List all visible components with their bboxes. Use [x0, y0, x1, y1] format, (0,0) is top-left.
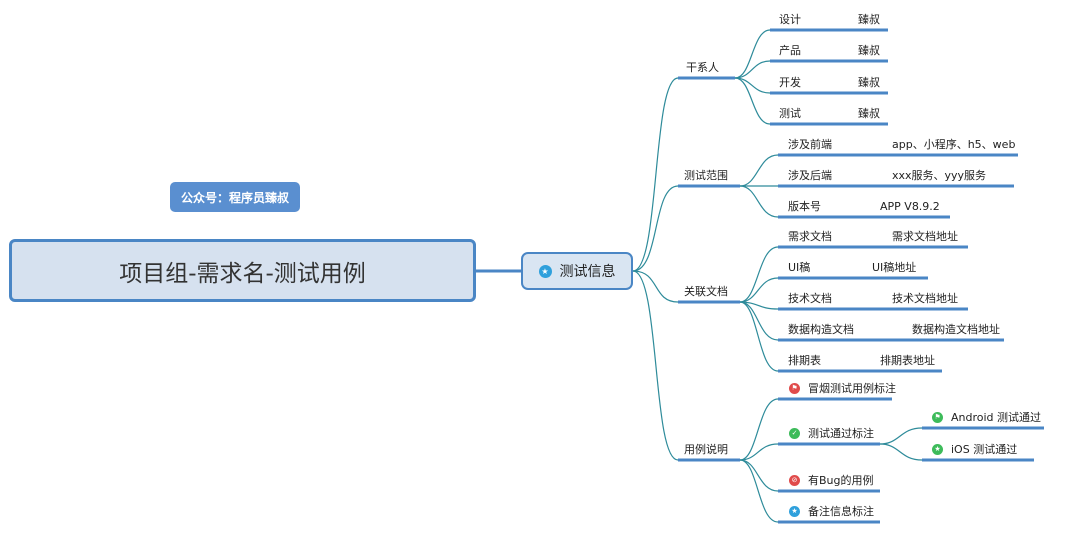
edge-hub-usage	[632, 270, 679, 461]
green-star-icon: ★	[932, 444, 943, 455]
usage-pass-android[interactable]: Android 测试通过	[951, 411, 1042, 424]
branch-scope[interactable]: 测试范围	[684, 169, 728, 182]
edge-us-4	[739, 459, 779, 523]
stakeholder-person[interactable]: 臻叔	[858, 76, 880, 89]
scope-key[interactable]: 涉及前端	[788, 138, 832, 151]
no-entry-icon: ⊘	[789, 475, 800, 486]
edge-pass-2	[879, 443, 923, 461]
edge-us-3	[739, 459, 779, 492]
edge-dc-1	[739, 246, 779, 303]
check-icon: ✓	[789, 428, 800, 439]
stakeholder-role[interactable]: 开发	[779, 76, 801, 89]
doc-value[interactable]: 数据构造文档地址	[912, 323, 1000, 336]
branch-usage[interactable]: 用例说明	[684, 443, 728, 456]
scope-value[interactable]: APP V8.9.2	[880, 200, 940, 213]
root-node[interactable]: 项目组-需求名-测试用例	[9, 239, 476, 302]
edge-dc-2	[739, 277, 779, 303]
branch-stakeholders[interactable]: 干系人	[686, 61, 719, 74]
scope-key[interactable]: 涉及后端	[788, 169, 832, 182]
edge-us-2	[739, 443, 779, 461]
doc-value[interactable]: 需求文档地址	[892, 230, 958, 243]
doc-key[interactable]: 数据构造文档	[788, 323, 854, 336]
branch-docs[interactable]: 关联文档	[684, 285, 728, 298]
hub-node-test-info[interactable]: ★ 测试信息	[521, 252, 633, 290]
edge-sh-4	[734, 77, 771, 125]
usage-smoke[interactable]: 冒烟测试用例标注	[808, 382, 896, 395]
edge-hub-scope	[632, 185, 679, 272]
edge-hub-stakeholders	[632, 77, 679, 272]
hub-label: 测试信息	[559, 264, 616, 280]
stakeholder-person[interactable]: 臻叔	[858, 107, 880, 120]
doc-key[interactable]: 技术文档	[788, 292, 832, 305]
usage-bug[interactable]: 有Bug的用例	[808, 474, 874, 487]
edge-dc-4	[739, 301, 779, 341]
blue-star-icon: ★	[789, 506, 800, 517]
red-flag-icon: ⚑	[789, 383, 800, 394]
doc-key[interactable]: UI稿	[788, 261, 811, 274]
star-icon: ★	[538, 264, 552, 278]
edge-us-1	[739, 398, 779, 461]
usage-pass-ios[interactable]: iOS 测试通过	[951, 443, 1018, 456]
stakeholder-role[interactable]: 测试	[779, 107, 801, 120]
usage-note[interactable]: 备注信息标注	[808, 505, 874, 518]
stakeholder-person[interactable]: 臻叔	[858, 13, 880, 26]
edge-sc-3	[739, 185, 779, 218]
scope-value[interactable]: app、小程序、h5、web	[892, 138, 1016, 151]
stakeholder-role[interactable]: 产品	[779, 44, 801, 57]
scope-value[interactable]: xxx服务、yyy服务	[892, 169, 987, 182]
doc-value[interactable]: UI稿地址	[872, 261, 917, 274]
stakeholder-role[interactable]: 设计	[779, 13, 801, 26]
edge-sh-1	[734, 29, 771, 79]
doc-value[interactable]: 技术文档地址	[892, 292, 958, 305]
edge-dc-5	[739, 301, 779, 372]
edge-sh-2	[734, 60, 771, 79]
edge-hub-docs	[632, 270, 679, 303]
green-flag-icon: ⚑	[932, 412, 943, 423]
edge-sc-1	[739, 154, 779, 187]
doc-value[interactable]: 排期表地址	[880, 354, 935, 367]
doc-key[interactable]: 排期表	[788, 354, 821, 367]
scope-key[interactable]: 版本号	[788, 200, 821, 213]
usage-pass[interactable]: 测试通过标注	[808, 427, 874, 440]
doc-key[interactable]: 需求文档	[788, 230, 832, 243]
stakeholder-person[interactable]: 臻叔	[858, 44, 880, 57]
account-badge: 公众号：程序员臻叔	[170, 182, 300, 212]
edge-pass-1	[879, 427, 923, 445]
